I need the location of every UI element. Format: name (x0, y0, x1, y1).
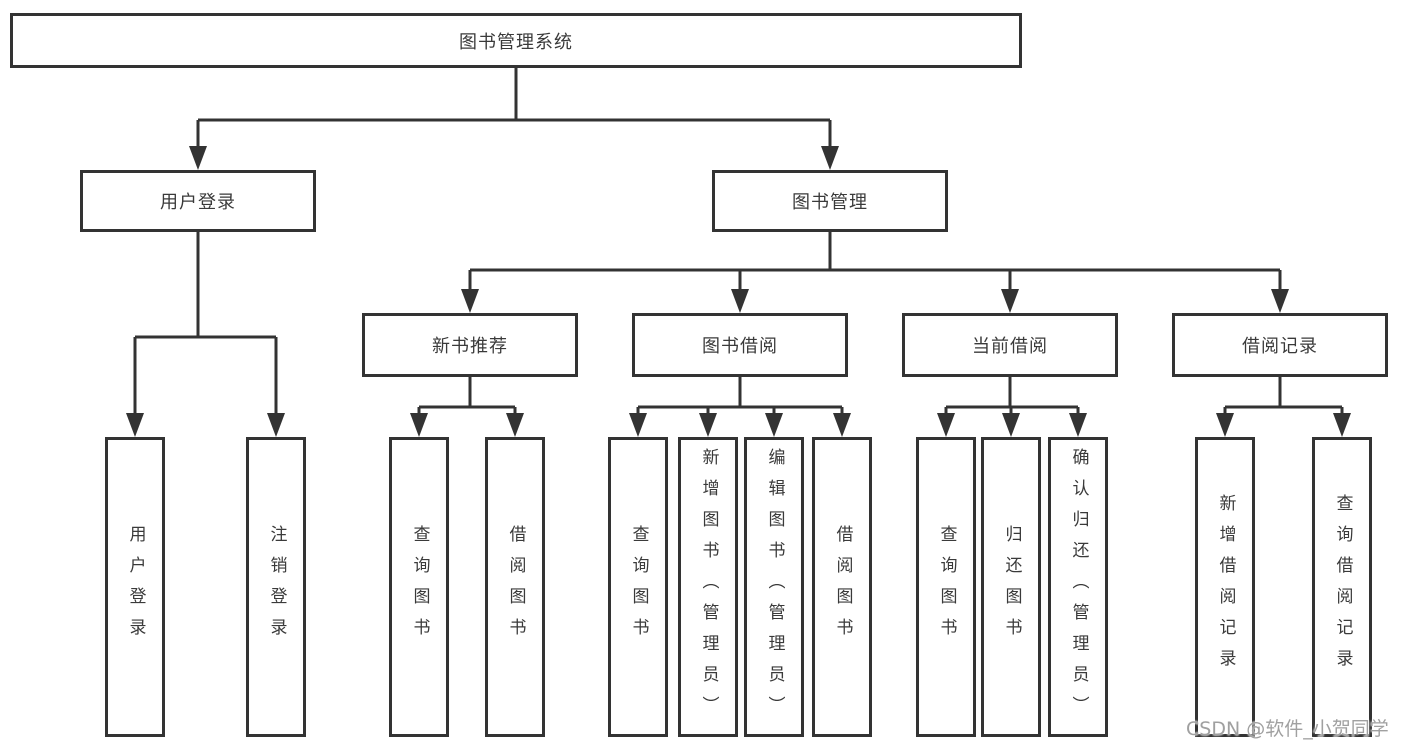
node-borrow-records: 借阅记录 (1172, 313, 1388, 377)
node-library-management-system: 图书管理系统 (10, 13, 1022, 68)
leaf-borrow-books-recommend: 借阅图书 (485, 437, 545, 737)
node-user-login: 用户登录 (80, 170, 316, 232)
leaf-return-book: 归还图书 (981, 437, 1041, 737)
node-book-borrow: 图书借阅 (632, 313, 848, 377)
node-current-borrow: 当前借阅 (902, 313, 1118, 377)
leaf-borrow-books: 借阅图书 (812, 437, 872, 737)
connector-root-to-level2 (189, 68, 839, 170)
leaf-query-books-recommend: 查询图书 (389, 437, 449, 737)
leaf-query-books-borrow: 查询图书 (608, 437, 668, 737)
leaf-edit-book-admin: 编辑图书（管理员） (744, 437, 804, 737)
connector-book-management-to-level3 (461, 232, 1289, 313)
leaf-confirm-return-admin: 确认归还（管理员） (1048, 437, 1108, 737)
leaf-query-books-current: 查询图书 (916, 437, 976, 737)
leaf-add-book-admin: 新增图书（管理员） (678, 437, 738, 737)
leaf-logout-login: 注销登录 (246, 437, 306, 737)
leaf-user-login: 用户登录 (105, 437, 165, 737)
connector-new-book-recommend-to-leaves (410, 377, 524, 437)
connector-user-login-to-leaves (126, 232, 285, 437)
connector-current-borrow-to-leaves (937, 377, 1087, 437)
node-book-management: 图书管理 (712, 170, 948, 232)
connector-book-borrow-to-leaves (629, 377, 851, 437)
node-new-book-recommend: 新书推荐 (362, 313, 578, 377)
leaf-add-borrow-record: 新增借阅记录 (1195, 437, 1255, 737)
connector-borrow-records-to-leaves (1216, 377, 1351, 437)
watermark: CSDN @软件_小贺同学 (1186, 718, 1389, 740)
leaf-query-borrow-record: 查询借阅记录 (1312, 437, 1372, 737)
